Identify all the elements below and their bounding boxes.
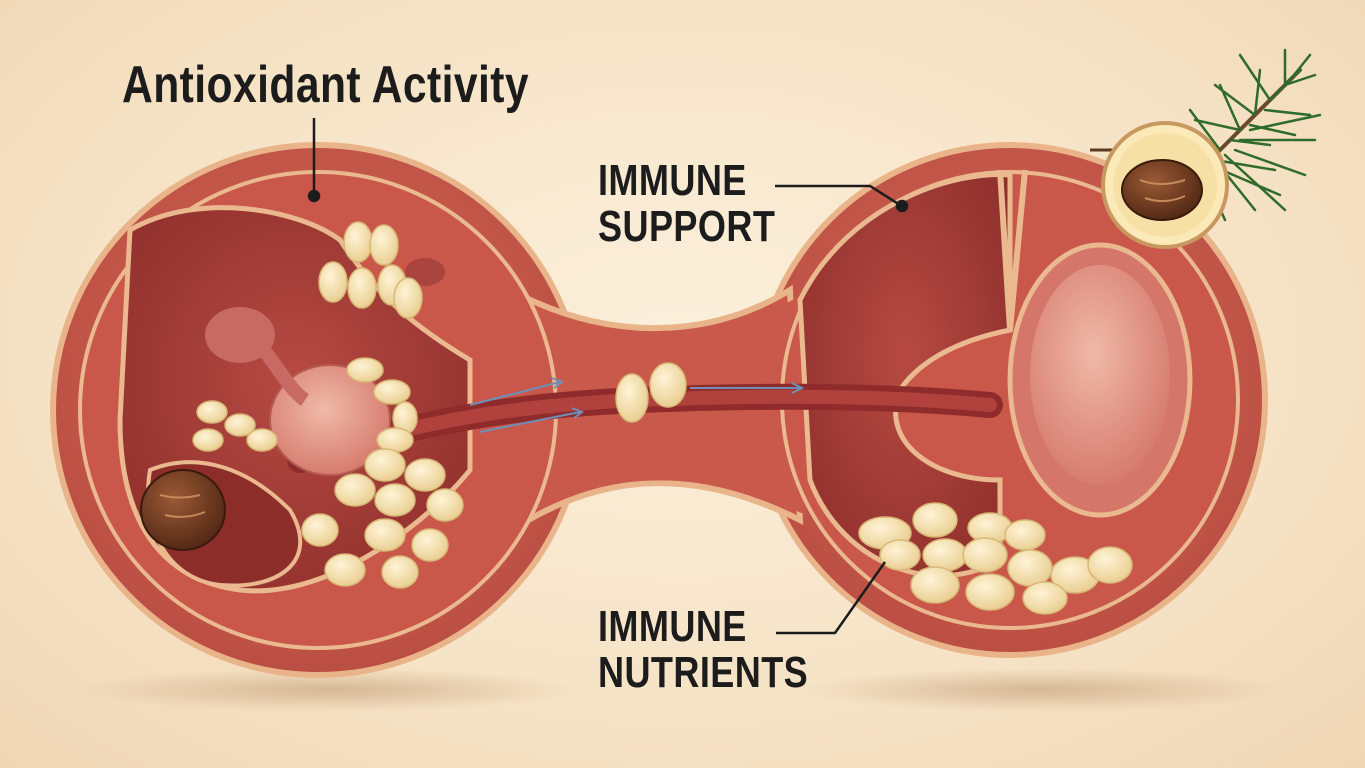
label-immune-nutrients-line2: NUTRIENTS [598,648,809,698]
label-immune-support-line2: SUPPORT [598,202,776,252]
seed-cluster-channel [615,362,687,423]
leader-lines [307,118,909,635]
right-shadow [800,668,1280,712]
pine-seed-icon [1101,121,1229,249]
pine-nut-icon [140,469,226,551]
seed-cluster-right [858,502,1133,615]
label-immune-nutrients: IMMUNE NUTRIENTS [598,602,809,698]
label-immune-support: IMMUNE SUPPORT [598,156,776,252]
label-immune-nutrients-line1: IMMUNE [598,602,747,651]
flow-arrows [469,377,805,433]
right-chamber [780,169,1240,630]
left-shadow [80,668,580,712]
label-immune-support-line1: IMMUNE [598,156,747,205]
label-antioxidant-activity: Antioxidant Activity [122,56,530,114]
seed-cluster-left [192,221,464,589]
red-lump [405,258,445,286]
